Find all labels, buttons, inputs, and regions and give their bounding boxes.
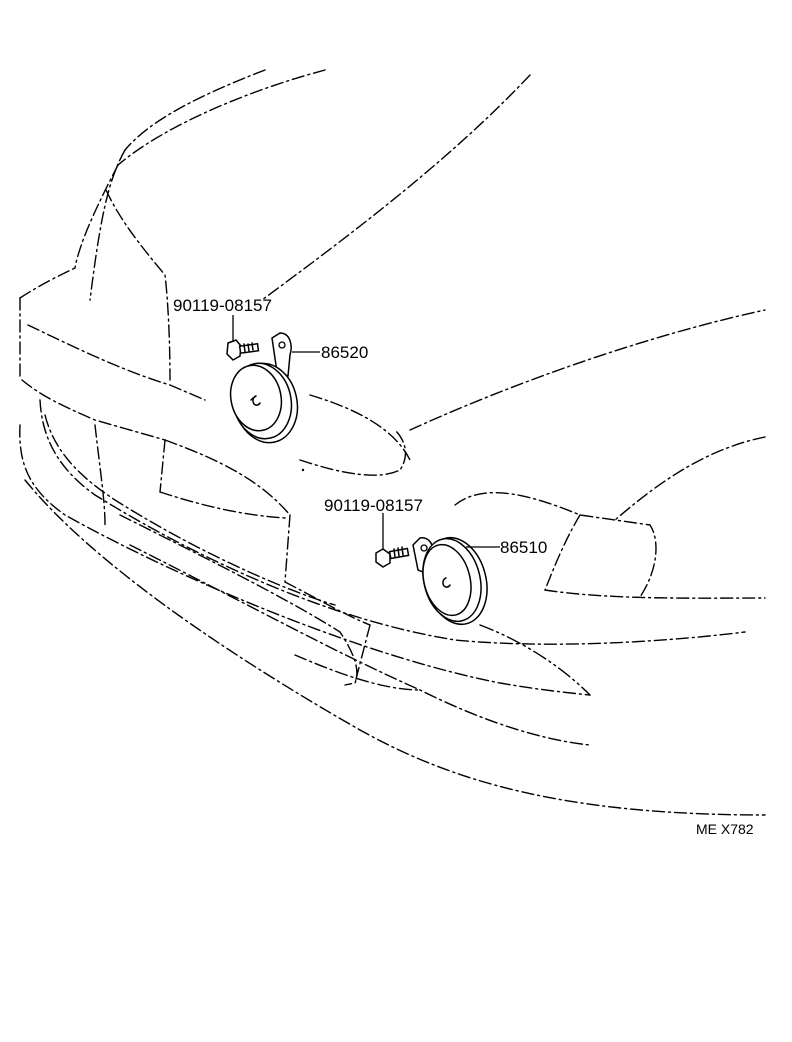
- horn-terminal-upper: [252, 395, 261, 406]
- figure-code: ME X782: [696, 821, 754, 837]
- bracket-hole-upper: [278, 341, 286, 349]
- callout-bolt-upper: 90119-08157: [173, 296, 272, 315]
- bolt-lower: [375, 546, 410, 568]
- horn-terminal-lower: [442, 577, 451, 588]
- callout-horn-upper: 86520: [321, 343, 368, 362]
- horn-86520: [229, 332, 299, 444]
- leader-lines: [232, 315, 500, 550]
- horn-bracket-upper: [271, 332, 292, 378]
- horn-86510: [412, 536, 488, 626]
- bracket-hole-lower: [420, 544, 428, 552]
- callout-bolt-lower: 90119-08157: [324, 496, 423, 515]
- callout-horn-lower: 86510: [500, 538, 547, 557]
- vehicle-body-outline: [19, 69, 766, 816]
- bolt-upper: [226, 339, 260, 361]
